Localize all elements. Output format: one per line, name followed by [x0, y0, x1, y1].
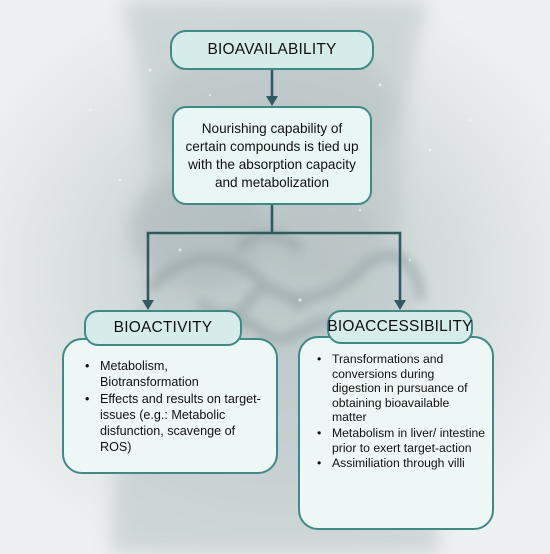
bioactivity-bullet-list: Metabolism, Biotransformation Effects an… [82, 358, 268, 455]
bioaccessibility-box: BIOACCESSIBILITY [327, 310, 473, 344]
bioactivity-bullet-1: Metabolism, Biotransformation [82, 358, 268, 390]
arrowhead-bioaccessibility [394, 300, 406, 310]
bioactivity-bullet-2: Effects and results on target-issues (e.… [82, 391, 268, 455]
connector-branch-left [146, 231, 272, 302]
bioaccessibility-panel: Transformations and conversions during d… [298, 336, 494, 530]
connector-branch-right [272, 231, 402, 302]
arrowhead-bioactivity [142, 300, 154, 310]
description-text: Nourishing capability of certain compoun… [185, 120, 359, 190]
description-box: Nourishing capability of certain compoun… [172, 106, 372, 205]
arrowhead-description [266, 96, 278, 106]
bioavailability-box: BIOAVAILABILITY [170, 30, 374, 70]
bioactivity-title: BIOACTIVITY [113, 319, 213, 336]
bioaccessibility-title: BIOACCESSIBILITY [327, 318, 473, 335]
bioactivity-panel: Metabolism, Biotransformation Effects an… [62, 338, 278, 474]
bioavailability-title: BIOAVAILABILITY [207, 41, 337, 58]
bioactivity-box: BIOACTIVITY [84, 310, 242, 346]
bioaccessibility-bullet-list: Transformations and conversions during d… [314, 352, 486, 471]
bioaccessibility-bullet-1: Transformations and conversions during d… [314, 352, 486, 425]
bioaccessibility-bullet-2: Metabolism in liver/ intestine prior to … [314, 426, 486, 455]
bioaccessibility-bullet-3: Assimiliation through villi [314, 456, 486, 471]
